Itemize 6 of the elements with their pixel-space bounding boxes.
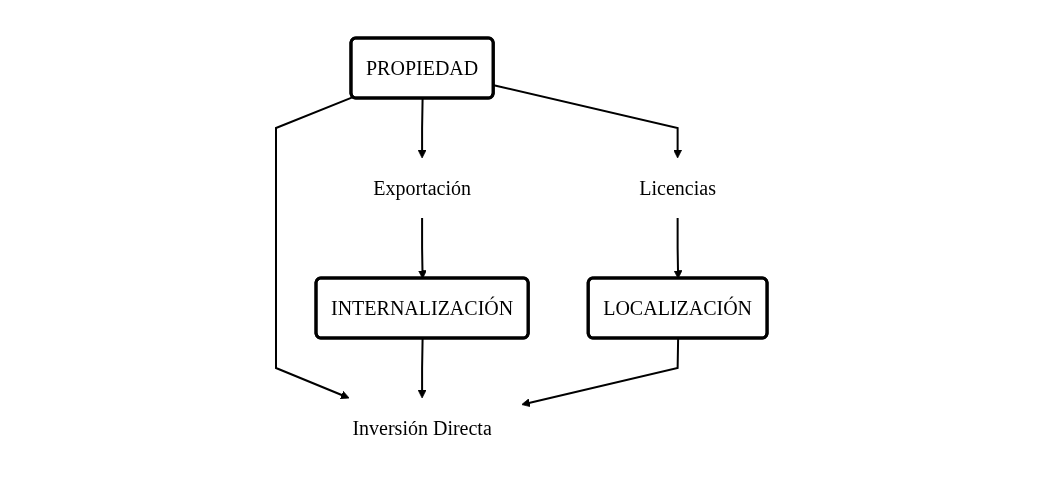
arrow bbox=[673, 217, 683, 279]
arrow bbox=[274, 96, 354, 400]
arrow bbox=[418, 217, 427, 279]
node-text: Licencias bbox=[639, 177, 716, 199]
node-text: Exportación bbox=[373, 177, 471, 199]
node-text: Inversión Directa bbox=[352, 417, 492, 439]
